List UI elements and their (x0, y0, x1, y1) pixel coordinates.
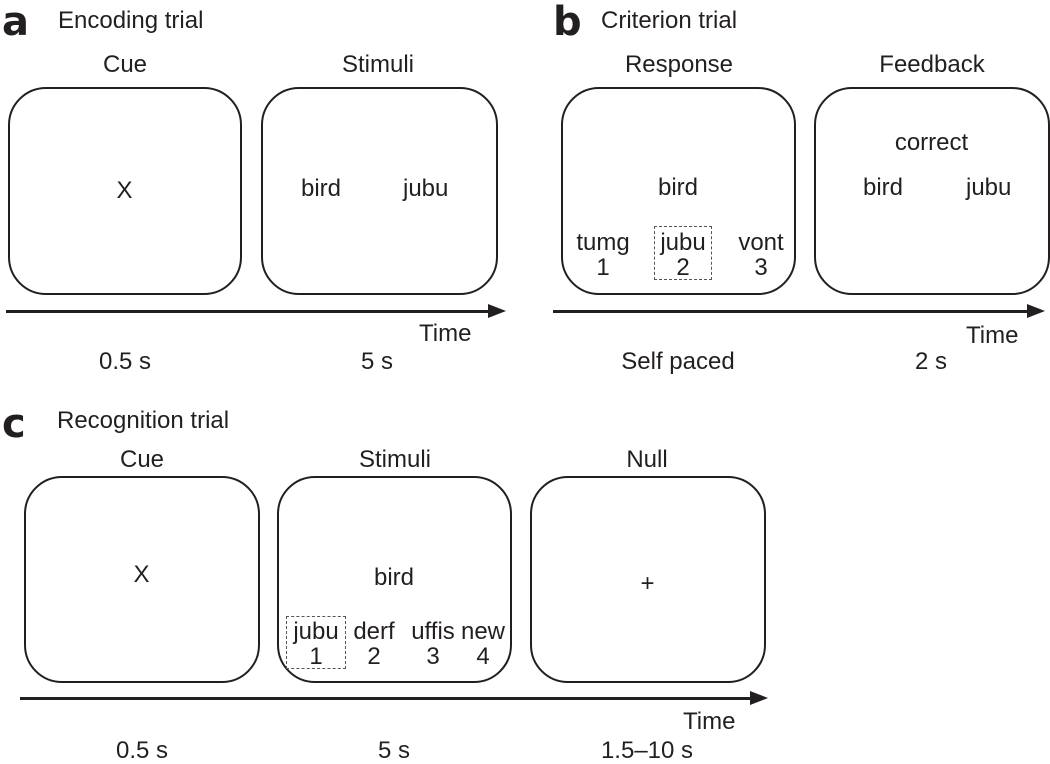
null-screen: + (530, 476, 766, 683)
response-header: Response (624, 51, 734, 78)
option-number: 3 (426, 643, 440, 670)
encoding-cue-header: Cue (102, 51, 148, 78)
response-screen: bird tumg 1 jubu 2 vont 3 (561, 87, 796, 295)
option-word: new (460, 618, 506, 645)
feedback-pair: jubu (966, 174, 1012, 201)
option-number: 4 (476, 643, 490, 670)
encoding-stimuli-header: Stimuli (341, 51, 414, 78)
panel-c-label: c (2, 401, 26, 447)
panel-a-title: Encoding trial (58, 7, 204, 34)
encoding-cue-screen: X (8, 87, 242, 295)
option-word: tumg (576, 229, 630, 256)
stimuli-duration: 5 s (377, 737, 410, 764)
time-axis (6, 310, 490, 313)
option-word: vont (738, 229, 784, 256)
arrow-head-icon (1027, 304, 1045, 318)
time-label: Time (419, 320, 472, 347)
option-word: uffis (411, 618, 455, 645)
time-label: Time (683, 708, 736, 735)
null-duration: 1.5–10 s (600, 737, 694, 764)
option-number: 1 (309, 643, 323, 670)
panel-b-label: b (553, 0, 582, 45)
feedback-header: Feedback (879, 51, 985, 78)
option-word: jubu (660, 229, 706, 256)
time-axis (553, 310, 1029, 313)
recognition-stimuli-header: Stimuli (358, 446, 431, 473)
option-number: 1 (596, 254, 610, 281)
feedback-screen: correct bird jubu (814, 87, 1050, 295)
option-word: derf (353, 618, 395, 645)
fixation-cross: + (640, 570, 655, 597)
selected-option-highlight (286, 616, 346, 669)
panel-c-title: Recognition trial (57, 407, 230, 434)
feedback-status: correct (894, 129, 969, 156)
option-number: 3 (754, 254, 768, 281)
option-word: jubu (293, 618, 339, 645)
feedback-duration: 2 s (914, 348, 947, 375)
response-word: bird (657, 174, 699, 201)
stimuli-duration: 5 s (360, 348, 393, 375)
selected-option-highlight (654, 226, 712, 280)
arrow-head-icon (488, 304, 506, 318)
stimulus-pair: jubu (403, 175, 449, 202)
cue-duration: 0.5 s (98, 348, 152, 375)
recognition-cue-header: Cue (119, 446, 165, 473)
time-label: Time (966, 322, 1019, 349)
cue-duration: 0.5 s (115, 737, 169, 764)
stimulus-word: bird (301, 175, 342, 202)
feedback-word: bird (863, 174, 904, 201)
option-number: 2 (676, 254, 690, 281)
recognition-stimuli-screen: bird jubu 1 derf 2 uffis 3 new 4 (277, 476, 512, 683)
encoding-stimuli-screen: bird jubu (261, 87, 498, 295)
panel-b-title: Criterion trial (601, 7, 738, 34)
time-axis (20, 697, 752, 700)
cue-x-symbol: X (133, 561, 150, 588)
response-duration: Self paced (621, 348, 735, 375)
stimulus-word: bird (373, 564, 415, 591)
option-number: 2 (367, 643, 381, 670)
null-header: Null (626, 446, 668, 473)
recognition-cue-screen: X (24, 476, 260, 683)
cue-x-symbol: X (116, 177, 133, 204)
arrow-head-icon (750, 691, 768, 705)
panel-a-label: a (2, 0, 29, 45)
